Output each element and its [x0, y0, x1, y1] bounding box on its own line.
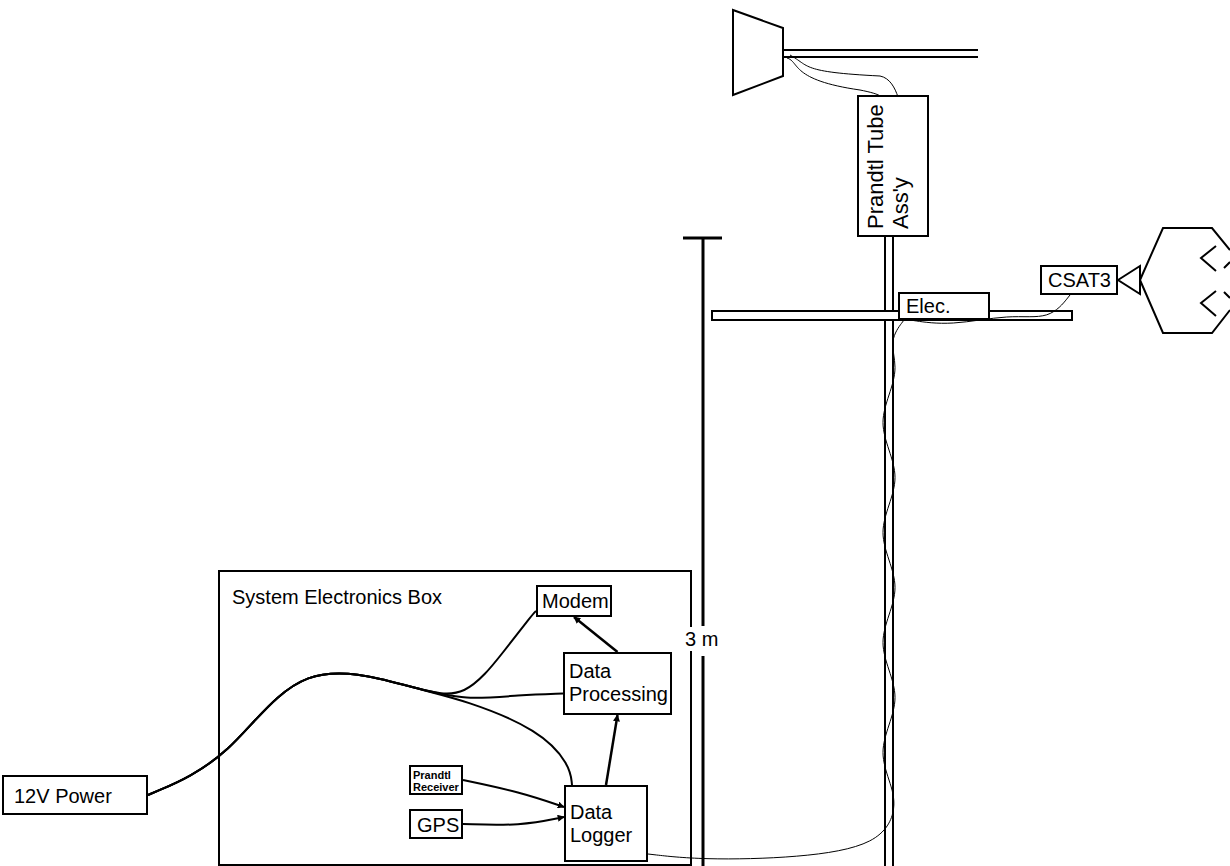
mast-pole	[884, 237, 886, 866]
signal-arrow	[606, 715, 618, 785]
pitot-rod	[783, 56, 978, 58]
box-label: Data Processing	[569, 660, 666, 706]
cable-line	[148, 673, 563, 795]
dimension-line	[702, 656, 705, 866]
dimension-line	[702, 238, 705, 626]
rotated-text-holder: Prandtl Tube Ass'y	[859, 97, 927, 235]
electronics-box: Elec.	[898, 292, 990, 320]
box-label: Elec.	[906, 295, 982, 318]
signal-arrow	[574, 617, 618, 652]
box-label: Data Logger	[570, 801, 642, 847]
csat3-cone	[1118, 266, 1140, 294]
sensor-box: CSAT3	[1040, 265, 1118, 295]
component-box: Modem	[536, 585, 612, 617]
box-label: Prandtl Tube Ass'y	[863, 103, 914, 229]
cable-line	[148, 611, 536, 795]
mast-pole	[892, 237, 894, 866]
enclosure-box: System Electronics BoxModemData Processi…	[218, 570, 692, 866]
mounting-plate	[712, 311, 1072, 320]
cable-line	[148, 673, 572, 795]
csat3-transducer	[1201, 246, 1230, 316]
power-box: 12V Power	[2, 775, 148, 815]
pitot-tubing	[790, 55, 898, 97]
cable-line	[648, 320, 904, 859]
box-label: Modem	[542, 590, 606, 613]
box-label: GPS	[417, 814, 455, 837]
component-box: Data Processing	[563, 652, 672, 715]
sensor-assembly-box: Prandtl Tube Ass'y	[857, 95, 929, 237]
pitot-head	[733, 10, 783, 95]
component-box: GPS	[409, 809, 463, 839]
box-label: 12V Power	[14, 785, 136, 808]
dimension-label: 3 m	[683, 627, 720, 651]
csat3-frame	[1140, 228, 1230, 333]
pitot-rod	[783, 49, 978, 51]
box-label: Prandtl Receiver	[413, 770, 459, 793]
signal-arrow	[463, 817, 564, 825]
component-box: Data Logger	[564, 785, 648, 862]
component-box: Prandtl Receiver	[409, 765, 463, 795]
signal-arrow	[463, 780, 564, 807]
pitot-tubing	[787, 58, 882, 97]
box-label: CSAT3	[1048, 269, 1110, 292]
